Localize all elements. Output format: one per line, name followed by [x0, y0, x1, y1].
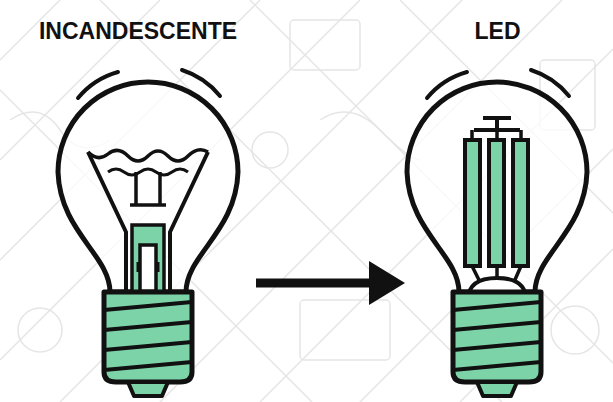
- bulb-node: INCANDESCENTE: [20, 15, 256, 400]
- led-bulb: [407, 70, 587, 396]
- incandescent-bulb: [58, 70, 238, 396]
- bulb-node: LED: [405, 15, 590, 400]
- bulb-heading: LED: [405, 18, 590, 45]
- bulb-heading: INCANDESCENTE: [20, 18, 256, 45]
- arrow-connector: [256, 261, 405, 305]
